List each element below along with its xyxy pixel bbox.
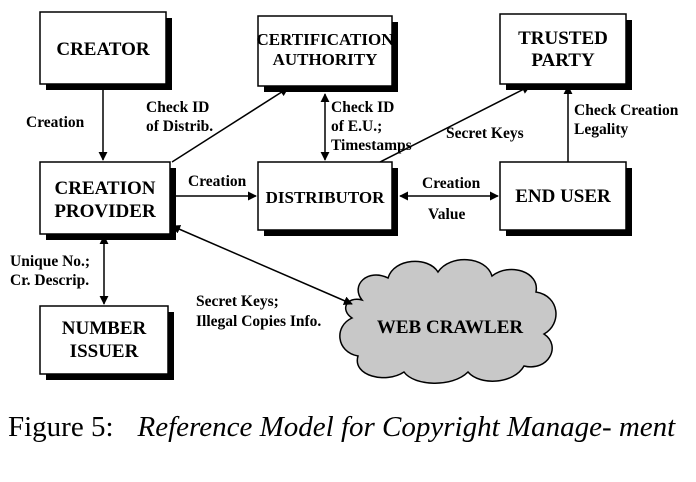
svg-text:NUMBER: NUMBER	[62, 318, 147, 339]
arrow-distributor-trusted	[379, 85, 531, 163]
creation-provider-box: CREATION PROVIDER	[39, 161, 176, 240]
label-ca-distributor-3: Timestamps	[331, 137, 412, 154]
svg-text:TRUSTED: TRUSTED	[518, 28, 608, 49]
ca-label-line1: CERTIFICATION	[257, 30, 395, 49]
trusted-party-line1: TRUSTED	[518, 28, 608, 49]
certification-authority-box: CERTIFICATION AUTHORITY	[257, 15, 398, 92]
label-provider-issuer-2: Cr. Descrip.	[10, 272, 89, 289]
ca-label-line2: AUTHORITY	[273, 50, 378, 69]
web-crawler-label: WEB CRAWLER	[377, 317, 523, 338]
trusted-party-line2: PARTY	[531, 50, 595, 71]
label-provider-ca-1: Check ID	[146, 99, 209, 116]
trusted-party-box: TRUSTED PARTY	[499, 13, 632, 90]
web-crawler-cloud: WEB CRAWLER	[339, 258, 557, 384]
distributor-label: DISTRIBUTOR	[266, 188, 385, 207]
svg-text:PROVIDER: PROVIDER	[54, 201, 156, 222]
svg-text:END USER: END USER	[515, 186, 611, 207]
figure-caption: Figure 5: Reference Model for Copyright M…	[8, 410, 688, 444]
copyright-reference-diagram: CREATOR CERTIFICATION AUTHORITY TRUSTED …	[10, 11, 679, 384]
label-provider-issuer-1: Unique No.;	[10, 253, 90, 270]
creator-box: CREATOR	[39, 11, 172, 90]
svg-text:CREATION: CREATION	[55, 178, 156, 199]
arrow-provider-crawler	[171, 225, 353, 305]
label-distributor-enduser-bottom: Value	[428, 206, 465, 223]
number-issuer-line2: ISSUER	[70, 341, 139, 362]
label-provider-ca-2: of Distrib.	[146, 118, 213, 135]
end-user-box: END USER	[499, 161, 632, 236]
number-issuer-box: NUMBER ISSUER	[39, 305, 174, 380]
number-issuer-line1: NUMBER	[62, 318, 147, 339]
creation-provider-line2: PROVIDER	[54, 201, 156, 222]
label-enduser-trusted-2: Legality	[574, 121, 628, 138]
label-distributor-enduser-top: Creation	[422, 175, 481, 192]
figure-title: Reference Model for Copyright Manage- me…	[137, 411, 676, 443]
creation-provider-line1: CREATION	[55, 178, 156, 199]
label-provider-crawler-1: Secret Keys;	[196, 293, 279, 310]
svg-text:CREATOR: CREATOR	[56, 39, 150, 60]
label-creator-provider: Creation	[26, 114, 85, 131]
label-distributor-trusted: Secret Keys	[446, 125, 524, 142]
end-user-label: END USER	[515, 186, 611, 207]
svg-text:CERTIFICATION: CERTIFICATION	[257, 30, 395, 49]
distributor-box: DISTRIBUTOR	[257, 161, 398, 236]
label-provider-crawler-2: Illegal Copies Info.	[196, 313, 321, 330]
svg-text:ISSUER: ISSUER	[70, 341, 139, 362]
svg-text:DISTRIBUTOR: DISTRIBUTOR	[266, 188, 385, 207]
svg-text:AUTHORITY: AUTHORITY	[273, 50, 378, 69]
label-ca-distributor-2: of E.U.;	[331, 118, 382, 135]
figure-number: Figure 5:	[8, 411, 114, 443]
label-provider-distributor: Creation	[188, 173, 247, 190]
label-ca-distributor-1: Check ID	[331, 99, 394, 116]
arrow-provider-ca	[171, 87, 289, 163]
svg-text:WEB CRAWLER: WEB CRAWLER	[377, 317, 523, 338]
svg-text:PARTY: PARTY	[531, 50, 595, 71]
creator-label: CREATOR	[56, 39, 150, 60]
label-enduser-trusted-1: Check Creation	[574, 102, 679, 119]
